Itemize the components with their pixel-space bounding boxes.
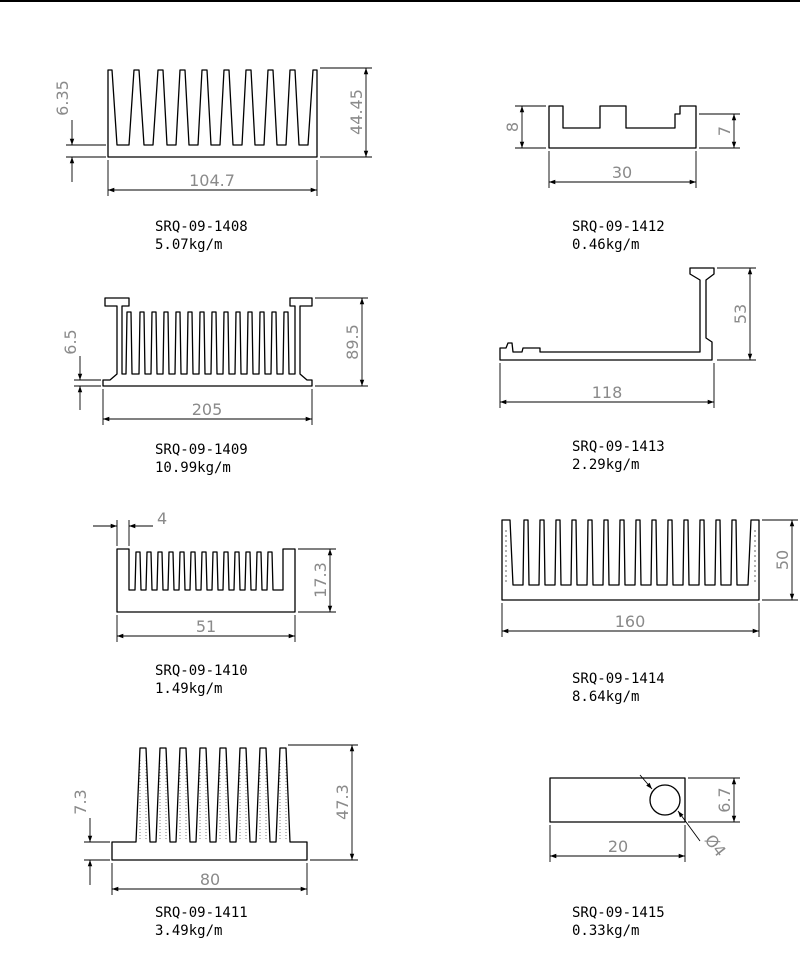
profile-srq-09-1411: 80 47.3 7.3 SRQ-09-1411 3.49kg/m <box>71 744 358 939</box>
profile-srq-09-1415: Ø4 20 6.7 SRQ-09-1415 0.33kg/m <box>549 774 740 939</box>
dim-1412-height: 8 <box>503 122 522 132</box>
dim-1411-base: 7.3 <box>71 789 90 814</box>
weight-1415: 0.33kg/m <box>572 923 639 939</box>
dim-1415-hole: Ø4 <box>701 831 730 861</box>
dim-1415-height: 6.7 <box>715 787 734 812</box>
code-1415: SRQ-09-1415 <box>572 905 665 921</box>
dim-1410-wall: 4 <box>157 509 167 528</box>
weight-1411: 3.49kg/m <box>155 923 222 939</box>
dim-1413-height: 53 <box>731 304 750 324</box>
weight-1414: 8.64kg/m <box>572 689 639 705</box>
dim-1412-inner: 7 <box>715 126 734 136</box>
dim-1408-height: 44.45 <box>347 89 366 135</box>
dim-1413-width: 118 <box>592 383 623 402</box>
dim-1411-height: 47.3 <box>333 784 352 820</box>
hole-1415 <box>649 784 681 816</box>
profile-srq-09-1413: 118 53 SRQ-09-1413 2.29kg/m <box>499 267 756 473</box>
weight-1410: 1.49kg/m <box>155 681 222 697</box>
code-1414: SRQ-09-1414 <box>572 671 665 687</box>
dim-1408-base: 6.35 <box>53 80 72 116</box>
heatsink-1414-outline <box>501 519 760 601</box>
code-1409: SRQ-09-1409 <box>155 442 248 458</box>
angle-1413-outline <box>499 267 715 361</box>
profile-srq-09-1408: 104.7 44.45 6.35 SRQ-09-1408 5.07kg/m <box>53 67 372 253</box>
heatsink-1408-outline <box>107 69 318 158</box>
fin-serrations-1414 <box>505 530 756 584</box>
heatsink-1410-outline <box>116 548 296 613</box>
code-1411: SRQ-09-1411 <box>155 905 248 921</box>
profile-srq-09-1410: 4 51 17.3 SRQ-09-1410 1.49kg/m <box>93 509 336 697</box>
code-1408: SRQ-09-1408 <box>155 219 248 235</box>
profile-srq-09-1412: 30 8 7 SRQ-09-1412 0.46kg/m <box>503 105 740 253</box>
heatsink-1409-outline <box>102 297 313 387</box>
weight-1409: 10.99kg/m <box>155 460 231 476</box>
code-1413: SRQ-09-1413 <box>572 439 665 455</box>
dim-1412-width: 30 <box>612 163 632 182</box>
dim-1415-width: 20 <box>608 837 628 856</box>
weight-1412: 0.46kg/m <box>572 237 639 253</box>
dim-1409-height: 89.5 <box>343 324 362 360</box>
fin-serrations-1411 <box>139 760 287 840</box>
profile-srq-09-1409: 205 89.5 6.5 SRQ-09-1409 10.99kg/m <box>61 297 368 476</box>
dim-1408-width: 104.7 <box>189 171 235 190</box>
heatsink-1411-outline <box>111 747 308 861</box>
code-1410: SRQ-09-1410 <box>155 663 248 679</box>
dim-1409-width: 205 <box>192 400 223 419</box>
dim-1414-height: 50 <box>773 550 792 570</box>
top-border-line <box>0 0 800 2</box>
profile-srq-09-1414: 160 50 SRQ-09-1414 8.64kg/m <box>501 519 798 705</box>
dim-1411-width: 80 <box>200 870 220 889</box>
weight-1413: 2.29kg/m <box>572 457 639 473</box>
code-1412: SRQ-09-1412 <box>572 219 665 235</box>
channel-1412-outline <box>548 105 697 149</box>
dim-1409-base: 6.5 <box>61 329 80 354</box>
dim-1410-height: 17.3 <box>311 562 330 598</box>
dim-1414-width: 160 <box>615 612 646 631</box>
weight-1408: 5.07kg/m <box>155 237 222 253</box>
dim-1410-width: 51 <box>196 617 216 636</box>
